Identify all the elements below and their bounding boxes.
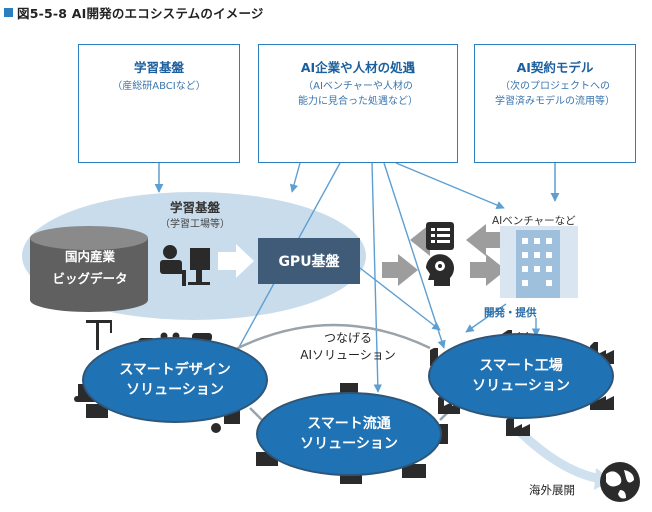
factory-line-1: スマート工場 — [479, 358, 563, 374]
connect-line-1: つなげる — [323, 331, 372, 345]
factory-icon-6 — [506, 416, 530, 436]
overseas-arrow — [515, 427, 601, 483]
title-marker — [4, 7, 13, 17]
talent-box: AI企業や人材の処遇 （AIベンチャーや人材の 能力に見合った処遇など） — [258, 44, 458, 163]
smart-design-solution: スマートデザイン ソリューション — [82, 337, 268, 423]
dev-provide-label: 開発・提供 — [484, 307, 537, 319]
logistics-line-1: スマート流通 — [307, 416, 391, 432]
truck-icon-bottom-right — [402, 464, 426, 478]
platform-sub: （学習工場等） — [160, 219, 230, 230]
design-line-1: スマートデザイン — [119, 362, 231, 378]
crane-icon — [86, 320, 112, 350]
talent-sub-2: 能力に見合った処遇など） — [298, 96, 418, 107]
loop-left — [249, 407, 263, 421]
arrow-dev-1 — [465, 303, 507, 333]
infra-title: 学習基盤 — [133, 60, 184, 75]
overseas-label: 海外展開 — [529, 483, 575, 497]
bigdata-cylinder — [30, 226, 148, 312]
design-line-2: ソリューション — [126, 382, 224, 398]
smart-logistics-solution: スマート流通 ソリューション — [256, 392, 442, 476]
infra-sub: （産総研ABCIなど） — [112, 81, 206, 92]
arrow-right-gray-1 — [382, 254, 418, 286]
arrow-talent-4 — [383, 162, 446, 349]
contract-title: AI契約モデル — [516, 60, 594, 75]
arrow-talent-5 — [395, 162, 505, 209]
talent-title: AI企業や人材の処遇 — [300, 60, 416, 75]
contract-sub-1: （次のプロジェクトへの — [500, 81, 610, 92]
bigdata-line-2: ビッグデータ — [52, 271, 128, 286]
factory-icon-4 — [438, 396, 460, 414]
connect-ai-label: つなげる AIソリューション — [293, 330, 403, 364]
venture-building-icon — [500, 226, 578, 298]
model-list-icon — [426, 222, 454, 250]
globe-icon — [600, 462, 640, 502]
logistics-line-2: ソリューション — [300, 436, 398, 452]
loop-top — [229, 323, 431, 354]
bigdata-label: 国内産業 ビッグデータ — [40, 246, 140, 290]
arrow-talent-1 — [289, 162, 301, 193]
worker-icon — [160, 245, 210, 286]
contract-sub-2: 学習済みモデルの流用等） — [495, 96, 615, 107]
arrow-talent-3 — [371, 162, 383, 393]
factory-line-2: ソリューション — [472, 378, 570, 394]
headset-icon — [211, 423, 221, 433]
figure-title: 図5-5-8 AI開発のエコシステムのイメージ — [17, 5, 264, 21]
talent-sub-1: （AIベンチャーや人材の — [303, 81, 413, 92]
smart-factory-solution: スマート工場 ソリューション — [428, 333, 614, 419]
arrow-gpu-factory — [359, 267, 441, 331]
arrow-right-gray-2 — [470, 254, 506, 286]
platform-title: 学習基盤 — [169, 200, 220, 215]
connect-line-2: AIソリューション — [300, 348, 396, 362]
gpu-platform-box: GPU基盤 — [258, 238, 360, 284]
to-gpu-arrow — [218, 244, 254, 278]
arrow-left-gray-2 — [466, 224, 502, 256]
venture-label: AIベンチャーなど — [492, 215, 576, 227]
contract-box: AI契約モデル （次のプロジェクトへの 学習済みモデルの流用等） — [474, 44, 636, 163]
figure-header: 図5-5-8 AI開発のエコシステムのイメージ — [4, 2, 264, 22]
bigdata-line-1: 国内産業 — [64, 249, 115, 264]
ai-head-icon — [426, 254, 454, 286]
truck-icon-left — [86, 404, 108, 418]
infra-box: 学習基盤 （産総研ABCIなど） — [78, 44, 240, 163]
